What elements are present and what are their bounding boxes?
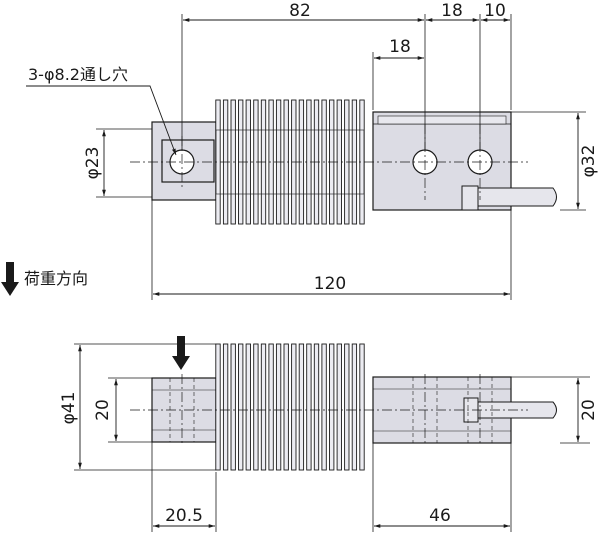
dim-82-label: 82 [289,1,311,21]
hole-note-leader [26,85,177,156]
side-fin [253,343,259,471]
dim-18-inner-label: 18 [389,37,411,57]
side-fin [215,343,221,471]
side-fin [230,343,236,471]
side-fin [238,343,244,471]
side-fin [336,343,342,471]
dim-18-top-label: 18 [441,1,463,21]
load-direction-legend: 荷重方向 [1,262,88,296]
side-fin [268,343,274,471]
side-fin [329,343,335,471]
side-fin [351,343,358,471]
side-fin [298,343,305,471]
top-cable-gland [461,185,479,211]
side-view: φ41 20 20 20.5 46 [59,336,599,532]
dim-10-label: 10 [484,1,506,21]
side-fin [306,343,312,471]
hole-note-label: 3-φ8.2通し穴 [28,65,128,84]
top-view: 82 18 10 18 3-φ8.2通し穴 φ23 φ32 120 [26,1,599,300]
load-direction-label: 荷重方向 [24,269,88,288]
dim-phi41-label: φ41 [59,392,79,425]
side-fin [222,343,229,471]
side-fin [313,343,320,471]
side-fins [215,343,365,471]
top-fin [268,99,274,225]
side-fin [344,343,350,471]
side-load-arrow-icon [172,336,190,370]
dim-20-right-label: 20 [579,399,599,421]
load-arrow-icon [1,262,19,296]
dim-phi32-label: φ32 [579,145,599,178]
dim-20-left-label: 20 [93,399,113,421]
side-fin [283,343,289,471]
side-fin [275,343,282,471]
top-cable [477,187,557,207]
dim-phi23-label: φ23 [83,147,103,180]
top-right-block-lip [377,115,507,125]
dim-20-5-label: 20.5 [165,506,203,526]
side-fin [359,343,365,471]
side-fin [321,343,327,471]
side-fin [291,343,297,471]
dim-120-label: 120 [314,274,346,294]
side-fin [260,343,267,471]
side-fin [245,343,251,471]
dim-46-label: 46 [429,506,451,526]
